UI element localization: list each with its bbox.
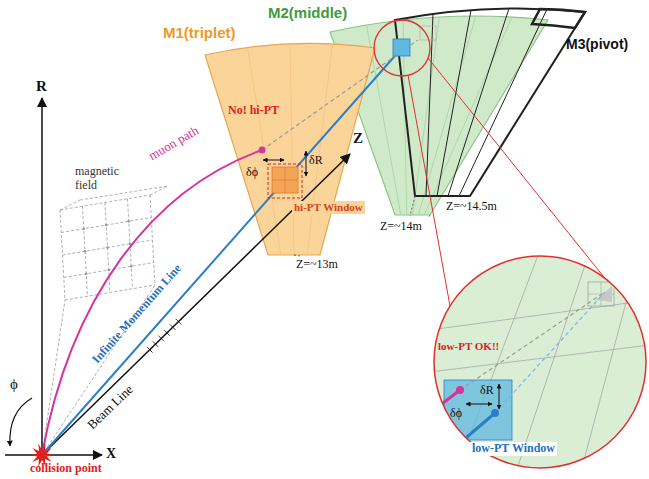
muon-extrapolation	[262, 40, 418, 150]
delta-label: δϕ	[450, 407, 462, 421]
r-axis	[41, 98, 43, 455]
chamber-strip	[290, 44, 294, 255]
verdict-label: No! hi-PT	[228, 104, 279, 118]
z-leader	[410, 196, 415, 216]
axis-label: X	[106, 446, 116, 462]
chamber-strip	[437, 10, 471, 196]
beam-tick	[153, 341, 159, 347]
chamber-strip	[424, 17, 512, 215]
chamber-strip	[307, 44, 333, 255]
beam-tick	[164, 330, 170, 336]
magenta-hit	[456, 386, 464, 394]
field-mark	[107, 269, 110, 272]
field-mark	[85, 272, 88, 275]
chamber-strip	[448, 8, 509, 196]
hi-pt-window-cell	[272, 167, 298, 193]
beam-tick	[158, 336, 164, 342]
beam-ticks	[147, 319, 181, 353]
chamber-title: M2(middle)	[268, 4, 347, 21]
axis-label: Z	[353, 130, 363, 147]
muon-hit	[259, 147, 266, 154]
blue-hit	[491, 409, 499, 417]
chamber-title: M1(triplet)	[163, 24, 236, 41]
beam-tick	[147, 347, 153, 353]
blue-extrapolation	[495, 292, 605, 413]
field-label: magnetic field	[75, 165, 133, 193]
phi-arc	[10, 398, 32, 446]
field-line	[63, 240, 153, 255]
inset-content	[430, 250, 649, 475]
delta-label: δR	[480, 384, 494, 398]
m1-chamber	[205, 43, 375, 255]
m3-outer-band	[532, 9, 585, 28]
low-pt-window	[444, 380, 512, 440]
z-axis	[42, 154, 350, 455]
position-label: Z=~13m	[296, 258, 338, 272]
z-leader	[428, 215, 430, 218]
position-label: Z=~14m	[380, 220, 422, 234]
delta-phi-arrow	[263, 160, 284, 161]
m3-chamber	[395, 8, 585, 196]
delta-r-arrow	[306, 151, 307, 176]
m3-strips	[426, 8, 547, 196]
delta-r-arrow	[499, 384, 500, 409]
field-mark	[106, 246, 109, 249]
m1-strips	[248, 44, 333, 255]
hi-pt-window	[268, 164, 302, 198]
inset-target	[596, 286, 612, 302]
inset-border	[434, 256, 646, 468]
chamber-title: M3(pivot)	[566, 36, 628, 52]
z-leader	[294, 255, 300, 256]
field-mark	[130, 265, 133, 268]
infinite-momentum-line	[42, 49, 401, 455]
beam-tick	[170, 324, 176, 330]
field-mark	[84, 250, 87, 253]
field-mark	[127, 220, 130, 223]
path-label: muon path	[146, 123, 201, 164]
beam-tick	[176, 319, 182, 325]
point-label: collision point	[30, 462, 102, 476]
inset-strips	[430, 250, 649, 475]
delta-label: δR	[309, 154, 323, 168]
zoom-circle	[374, 20, 430, 76]
chamber-strip	[418, 16, 475, 215]
line-label: Beam Line	[85, 382, 137, 433]
chamber-strip	[459, 9, 547, 196]
line-label: Infinite Momentum Line	[90, 262, 185, 367]
angle-label: ϕ	[10, 376, 18, 393]
cell-grid	[272, 180, 298, 181]
inset-strip	[430, 300, 649, 330]
delta-label: δϕ	[246, 166, 258, 180]
muon-path	[42, 150, 262, 455]
window-label: hi-PT Window	[292, 201, 365, 214]
field-mark	[82, 227, 85, 230]
verdict-label: low-PT OK!!	[438, 340, 499, 353]
inset-chamber	[430, 250, 649, 475]
field-mark	[105, 224, 108, 227]
chamber-strip	[248, 47, 282, 255]
magnetic-field-grid	[42, 186, 168, 455]
axis-label: R	[36, 78, 47, 95]
field-line	[60, 200, 80, 210]
position-label: Z=~14.5m	[446, 200, 497, 214]
field-line	[150, 195, 155, 285]
window-label: low-PT Window	[470, 442, 557, 456]
delta-phi-arrow	[466, 404, 492, 405]
pivot-cell	[393, 39, 410, 56]
zoom-line	[408, 75, 450, 306]
